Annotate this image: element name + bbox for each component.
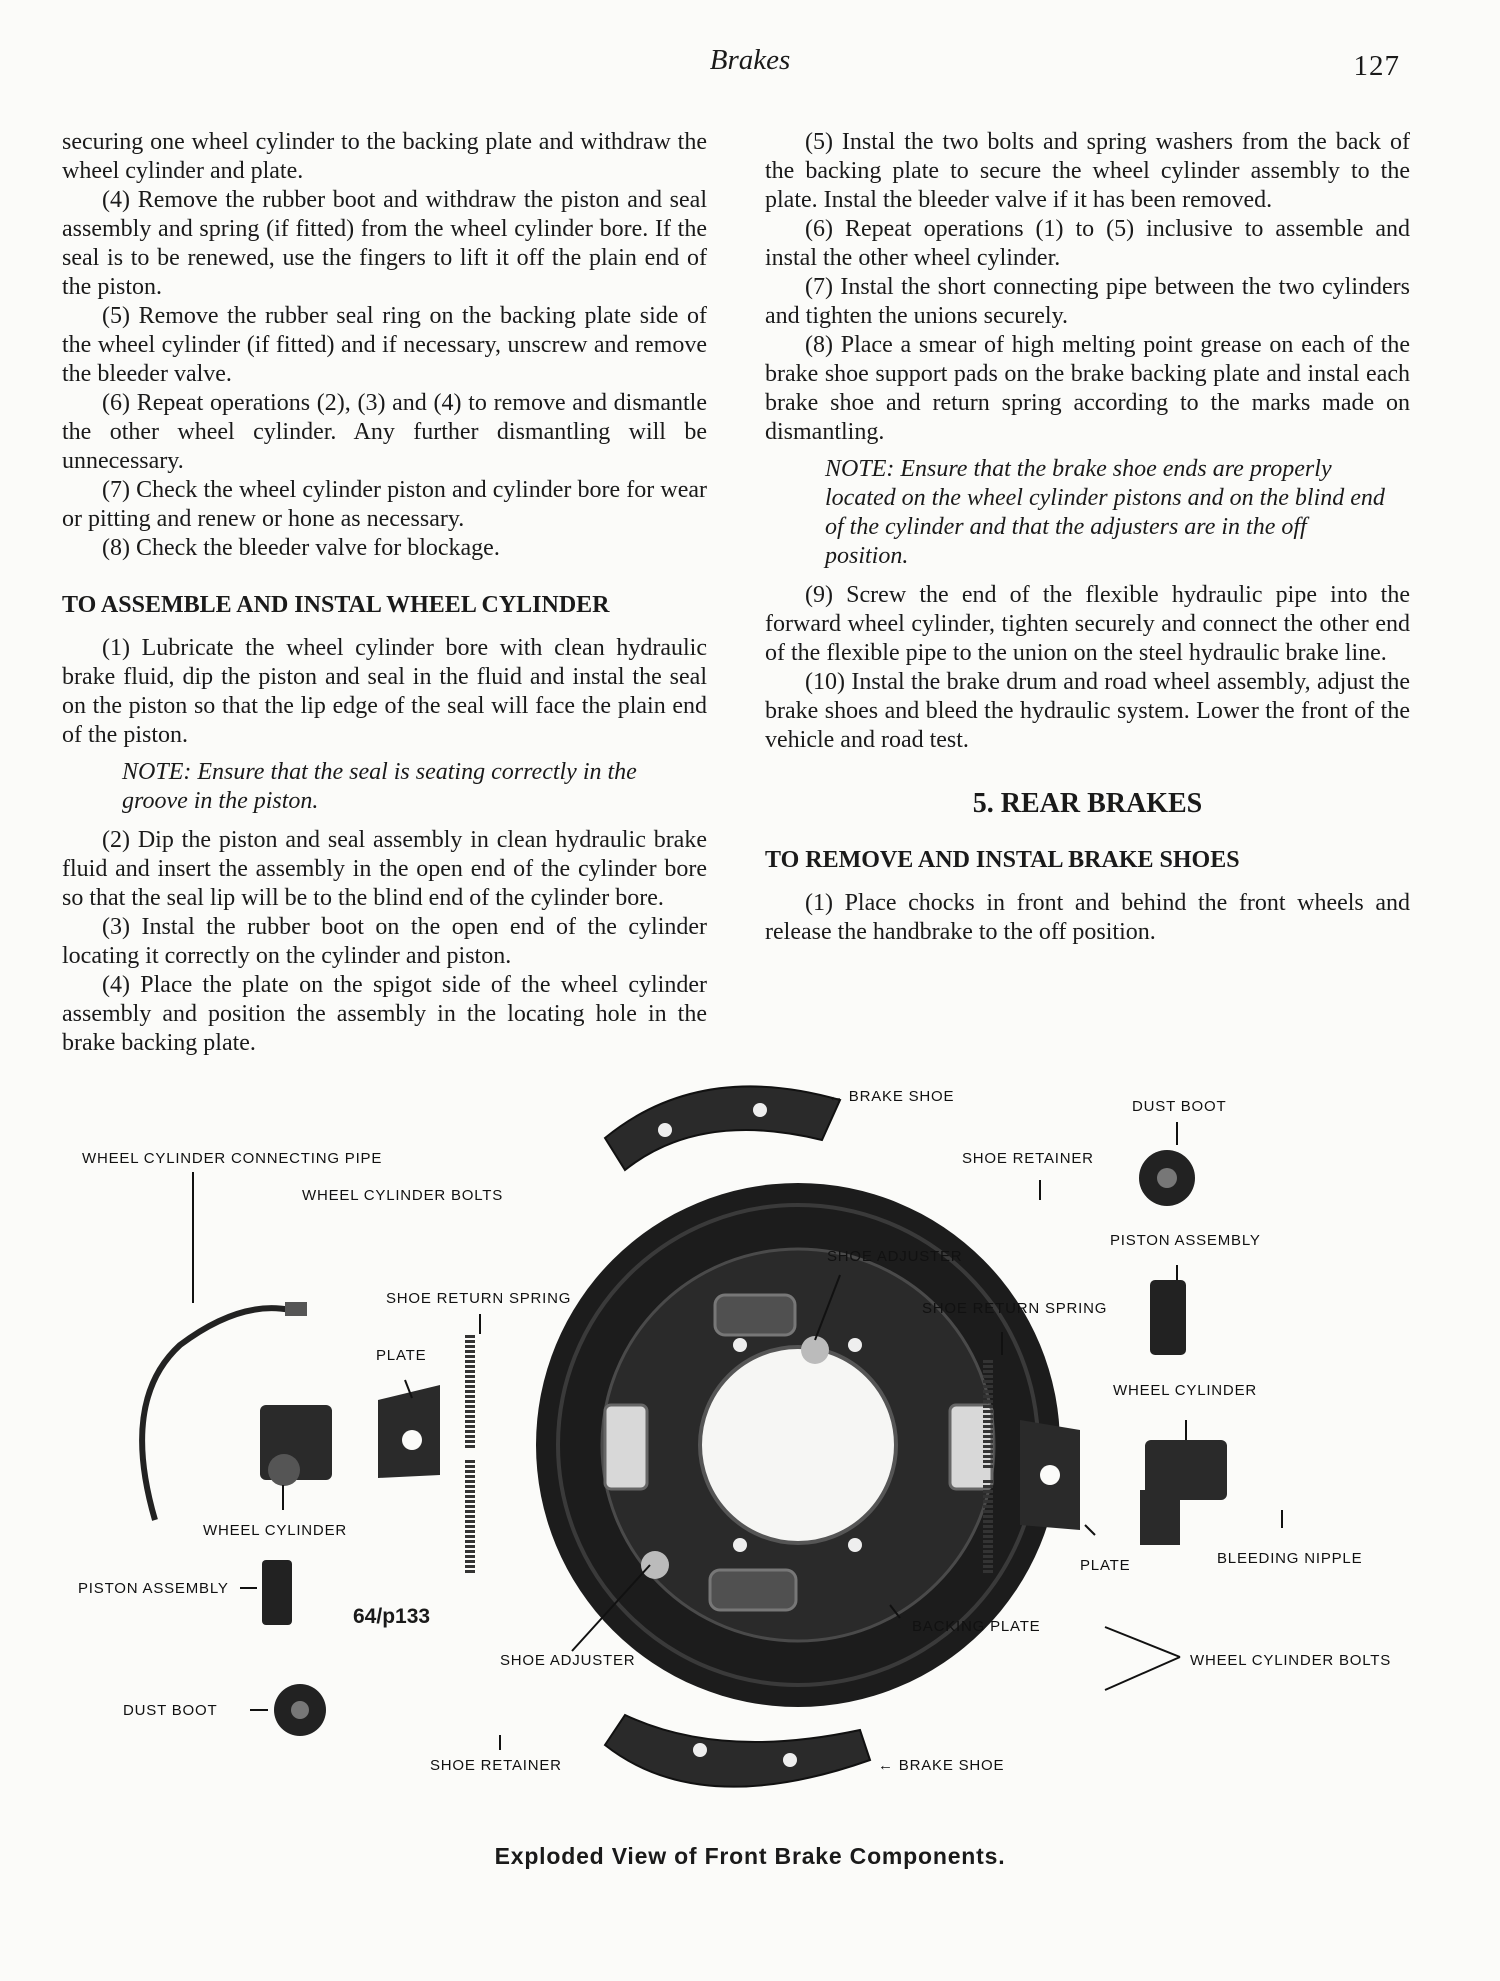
label-brake-shoe-top: ← BRAKE SHOE <box>828 1088 955 1105</box>
label-shoe-adjuster-top: SHOE ADJUSTER <box>827 1248 963 1265</box>
leader-lines <box>192 1122 1283 1750</box>
dust-boot-left-illustration <box>274 1684 326 1736</box>
label-shoe-retainer-bottom: SHOE RETAINER <box>430 1757 562 1774</box>
label-bleeding-nipple: BLEEDING NIPPLE <box>1217 1550 1363 1567</box>
paragraph: (1) Place chocks in front and behind the… <box>765 890 1410 945</box>
subsection-heading: TO REMOVE AND INSTAL BRAKE SHOES <box>765 847 1240 873</box>
paragraph: (9) Screw the end of the flexible hydrau… <box>765 582 1410 666</box>
paragraph: (3) Instal the rubber boot on the open e… <box>62 914 707 969</box>
wheel-cylinder-right-illustration <box>1140 1440 1227 1545</box>
paragraph: (10) Instal the brake drum and road whee… <box>765 669 1410 753</box>
paragraph: (8) Check the bleeder valve for blockage… <box>102 535 500 561</box>
paragraph: (6) Repeat operations (1) to (5) inclusi… <box>765 216 1410 271</box>
paragraph: (5) Instal the two bolts and spring wash… <box>765 129 1410 213</box>
paragraph: (7) Check the wheel cylinder piston and … <box>62 477 707 532</box>
right-text-column: (5) Instal the two bolts and spring wash… <box>765 128 1410 947</box>
label-dust-boot-left: DUST BOOT <box>123 1702 218 1719</box>
label-plate-right: PLATE <box>1080 1557 1131 1574</box>
connecting-pipe-illustration <box>139 1302 307 1521</box>
label-dust-boot-right: DUST BOOT <box>1132 1098 1227 1115</box>
label-wheel-cylinder-bolts-right: WHEEL CYLINDER BOLTS <box>1190 1652 1392 1669</box>
paragraph: (5) Remove the rubber seal ring on the b… <box>62 303 707 387</box>
label-shoe-retainer-right: SHOE RETAINER <box>962 1150 1094 1167</box>
backing-plate-illustration <box>536 1183 1060 1707</box>
brake-shoe-top-illustration <box>603 1085 842 1172</box>
plate-right-illustration <box>1020 1420 1080 1530</box>
paragraph: (4) Remove the rubber boot and withdraw … <box>62 187 707 300</box>
figure-caption: Exploded View of Front Brake Components. <box>494 1843 1006 1869</box>
label-shoe-return-spring-left: SHOE RETURN SPRING <box>386 1290 572 1307</box>
paragraph: (2) Dip the piston and seal assembly in … <box>62 827 707 911</box>
running-header-title: Brakes <box>709 44 791 76</box>
label-wheel-cylinder-connecting-pipe: WHEEL CYLINDER CONNECTING PIPE <box>82 1150 383 1167</box>
label-shoe-return-spring-right: SHOE RETURN SPRING <box>922 1300 1108 1317</box>
label-plate-left: PLATE <box>376 1347 427 1364</box>
left-text-column: securing one wheel cylinder to the backi… <box>62 128 707 1058</box>
note: NOTE: Ensure that the seal is seating co… <box>122 759 637 814</box>
label-brake-shoe-bottom: ← BRAKE SHOE <box>878 1757 1005 1774</box>
page-number: 127 <box>1353 50 1400 82</box>
subsection-heading: TO ASSEMBLE AND INSTAL WHEEL CYLINDER <box>62 592 610 618</box>
label-shoe-adjuster-bottom: SHOE ADJUSTER <box>500 1652 636 1669</box>
piston-right-illustration <box>1150 1280 1186 1355</box>
label-piston-assembly-left: PISTON ASSEMBLY <box>78 1580 229 1597</box>
dust-boot-right-illustration <box>1139 1150 1195 1206</box>
paragraph: (7) Instal the short connecting pipe bet… <box>765 274 1410 329</box>
brake-shoe-bottom-illustration <box>603 1713 872 1788</box>
figure-reference: 64/p133 <box>353 1605 431 1628</box>
label-wheel-cylinder-right: WHEEL CYLINDER <box>1113 1382 1258 1399</box>
label-backing-plate: BACKING PLATE <box>912 1618 1041 1635</box>
label-wheel-cylinder-bolts-left: WHEEL CYLINDER BOLTS <box>302 1187 504 1204</box>
paragraph: (4) Place the plate on the spigot side o… <box>62 972 707 1056</box>
label-wheel-cylinder-left: WHEEL CYLINDER <box>203 1522 348 1539</box>
paragraph: (1) Lubricate the wheel cylinder bore wi… <box>62 635 707 748</box>
piston-left-illustration <box>262 1560 292 1625</box>
label-piston-assembly-right: PISTON ASSEMBLY <box>1110 1232 1261 1249</box>
note: NOTE: Ensure that the brake shoe ends ar… <box>825 456 1385 569</box>
paragraph: (8) Place a smear of high melting point … <box>765 332 1410 445</box>
plate-left-illustration <box>378 1385 440 1478</box>
wheel-cylinder-left-illustration <box>260 1405 332 1486</box>
paragraph: (6) Repeat operations (2), (3) and (4) t… <box>62 390 707 474</box>
paragraph: securing one wheel cylinder to the backi… <box>62 129 707 184</box>
section-heading: 5. REAR BRAKES <box>972 788 1203 819</box>
